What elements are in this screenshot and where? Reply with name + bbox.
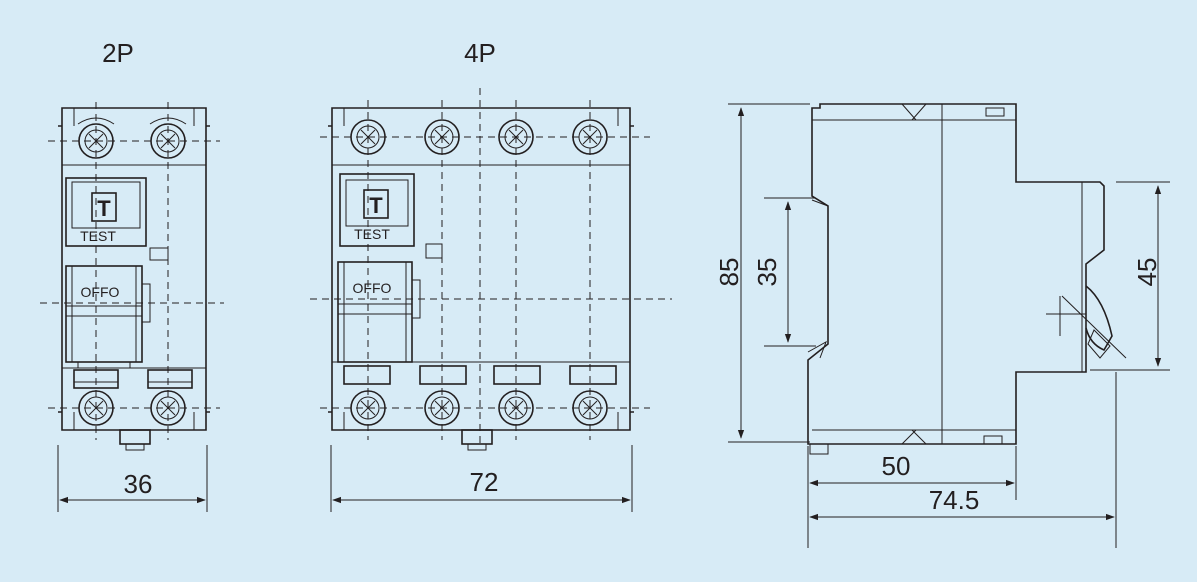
test-button-t: T <box>369 193 383 218</box>
test-label: TEST <box>80 228 116 244</box>
side-view: 85 35 45 50 74.5 <box>714 103 1170 548</box>
test-label: TEST <box>354 226 390 242</box>
offo-label: OFFO <box>81 284 120 300</box>
dimension-35: 35 <box>752 258 782 287</box>
label-4p: 4P <box>464 38 496 68</box>
dimension-50: 50 <box>882 451 911 481</box>
offo-label: OFFO <box>353 280 392 296</box>
dimension-85: 85 <box>714 258 744 287</box>
front-view-2p: 2P T TEST OFFO <box>40 38 224 512</box>
test-button-t: T <box>97 196 111 221</box>
front-view-4p: 4P T TEST OFFO <box>310 38 672 512</box>
dimension-36: 36 <box>124 469 153 499</box>
dimension-72: 72 <box>470 467 499 497</box>
dimension-45: 45 <box>1132 258 1162 287</box>
label-2p: 2P <box>102 38 134 68</box>
dimension-74-5: 74.5 <box>929 485 980 515</box>
